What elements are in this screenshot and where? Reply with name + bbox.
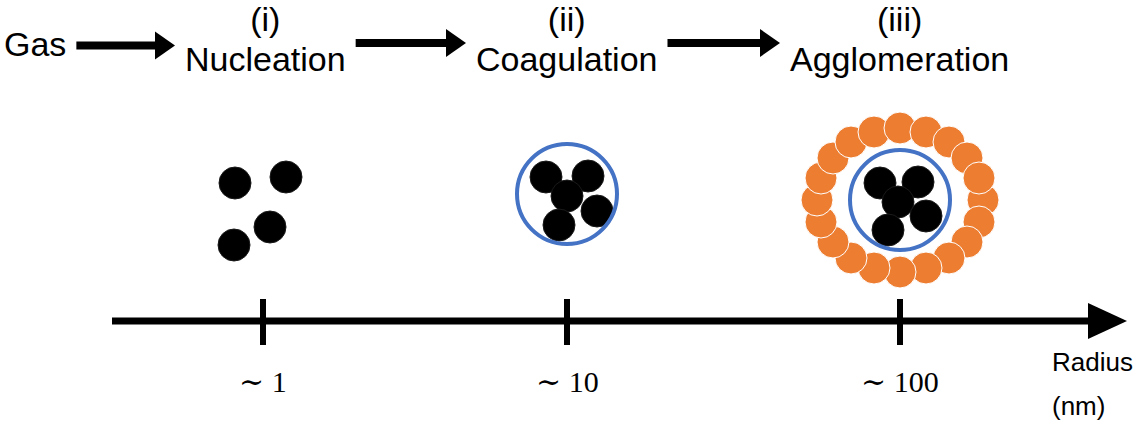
axis-line <box>112 318 1094 325</box>
particle <box>218 229 250 261</box>
stage-label: (ii)Coagulation <box>476 0 657 79</box>
axis-tick <box>897 299 903 345</box>
stage-label: (i)Nucleation <box>185 0 346 79</box>
stage-number: (iii) <box>790 0 1009 39</box>
arrow-shaft <box>667 39 762 47</box>
axis-value: ∼ 1 <box>239 364 287 400</box>
arrowhead <box>760 29 780 57</box>
arrowhead <box>446 29 466 57</box>
particle <box>543 209 575 241</box>
stage-number: (ii) <box>476 0 657 39</box>
particle <box>910 200 942 232</box>
cluster-outline <box>517 144 617 244</box>
source-label: Gas <box>4 24 66 64</box>
particle <box>963 162 995 194</box>
particle <box>551 180 583 212</box>
particle <box>872 214 904 246</box>
particle <box>254 211 286 243</box>
flow-arrow <box>356 29 466 57</box>
stage-label: (iii)Agglomeration <box>790 0 1009 79</box>
stage-name: Coagulation <box>476 39 657 79</box>
stage-name: Agglomeration <box>790 39 1009 79</box>
nuclei <box>218 161 302 261</box>
arrow-shaft <box>356 39 448 47</box>
particle <box>882 186 914 218</box>
axis-arrowhead <box>1088 303 1127 339</box>
core-cluster <box>864 166 942 246</box>
stage-name: Nucleation <box>185 39 346 79</box>
axis-value: ∼ 100 <box>861 364 939 400</box>
particle <box>219 167 251 199</box>
axis-value: ∼ 10 <box>536 364 599 400</box>
axis-tick <box>260 299 266 345</box>
stage-name: Gas <box>4 24 66 64</box>
stage-number: (i) <box>185 0 346 39</box>
axis-tick <box>564 299 570 345</box>
arrowhead <box>155 32 175 60</box>
flow-arrow <box>76 32 175 60</box>
flow-arrow <box>667 29 780 57</box>
cluster-outline <box>850 150 950 250</box>
axis-title: Radius (nm) <box>1052 340 1136 428</box>
particle <box>270 161 302 193</box>
shell-particles <box>801 112 999 288</box>
arrow-shaft <box>76 42 157 50</box>
